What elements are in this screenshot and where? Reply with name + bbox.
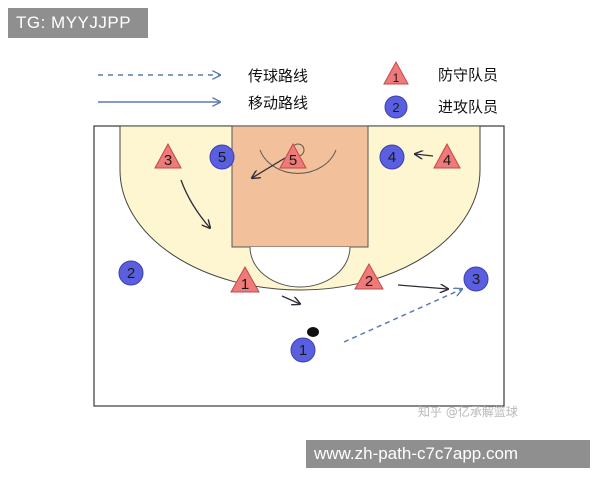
- defender-1: 1: [230, 265, 260, 293]
- ball: [307, 327, 319, 337]
- attacker-number: 4: [388, 149, 396, 166]
- legend-attacker-number: 2: [392, 100, 399, 115]
- legend-pass-label: 传球路线: [248, 67, 308, 85]
- attacker-1: 1: [290, 337, 316, 363]
- defender-5: 5: [279, 142, 307, 169]
- legend: 传球路线 移动路线 1 防守队员 2 进攻队员: [98, 60, 498, 119]
- movement-routes: [180, 154, 448, 304]
- move-arrow-defender-4: [415, 154, 434, 156]
- move-arrow-defender-1: [281, 295, 300, 304]
- attacker-number: 1: [299, 342, 307, 359]
- attacker-number: 3: [472, 271, 480, 288]
- legend-defender-icon: [383, 60, 409, 85]
- legend-attacker-icon: [384, 95, 408, 119]
- defender-number: 3: [164, 152, 172, 169]
- restricted-arc: [259, 149, 337, 174]
- attacker-number: 5: [218, 149, 226, 166]
- url-bar: www.zh-path-c7c7app.com: [306, 440, 590, 468]
- legend-move-label: 移动路线: [248, 94, 308, 112]
- defender-number: 5: [289, 152, 297, 169]
- defender-2: 2: [354, 262, 384, 290]
- legend-attacker-label: 进攻队员: [438, 98, 498, 116]
- attacker-4: 4: [379, 144, 405, 170]
- free-throw-circle: [249, 246, 351, 288]
- attacker-5: 5: [209, 144, 235, 170]
- attacker-2: 2: [118, 260, 144, 286]
- legend-defender-number: 1: [393, 71, 400, 85]
- defender-4: 4: [433, 142, 461, 169]
- defender-number: 4: [443, 152, 451, 169]
- watermark: 知乎 @亿承解篮球: [418, 405, 518, 419]
- top-tag: TG: MYYJJPP: [8, 8, 148, 38]
- legend-defender-label: 防守队员: [438, 66, 498, 84]
- defender-number: 2: [365, 273, 373, 290]
- attacker-3: 3: [463, 266, 489, 292]
- pass-route-1-to-3: [343, 289, 462, 343]
- defender-number: 1: [241, 276, 249, 293]
- attacker-number: 2: [127, 265, 135, 282]
- move-arrow-defender-5: [252, 157, 286, 178]
- move-arrow-defender-3: [180, 179, 210, 228]
- move-arrow-defender-2: [397, 285, 448, 289]
- defender-3: 3: [154, 142, 182, 169]
